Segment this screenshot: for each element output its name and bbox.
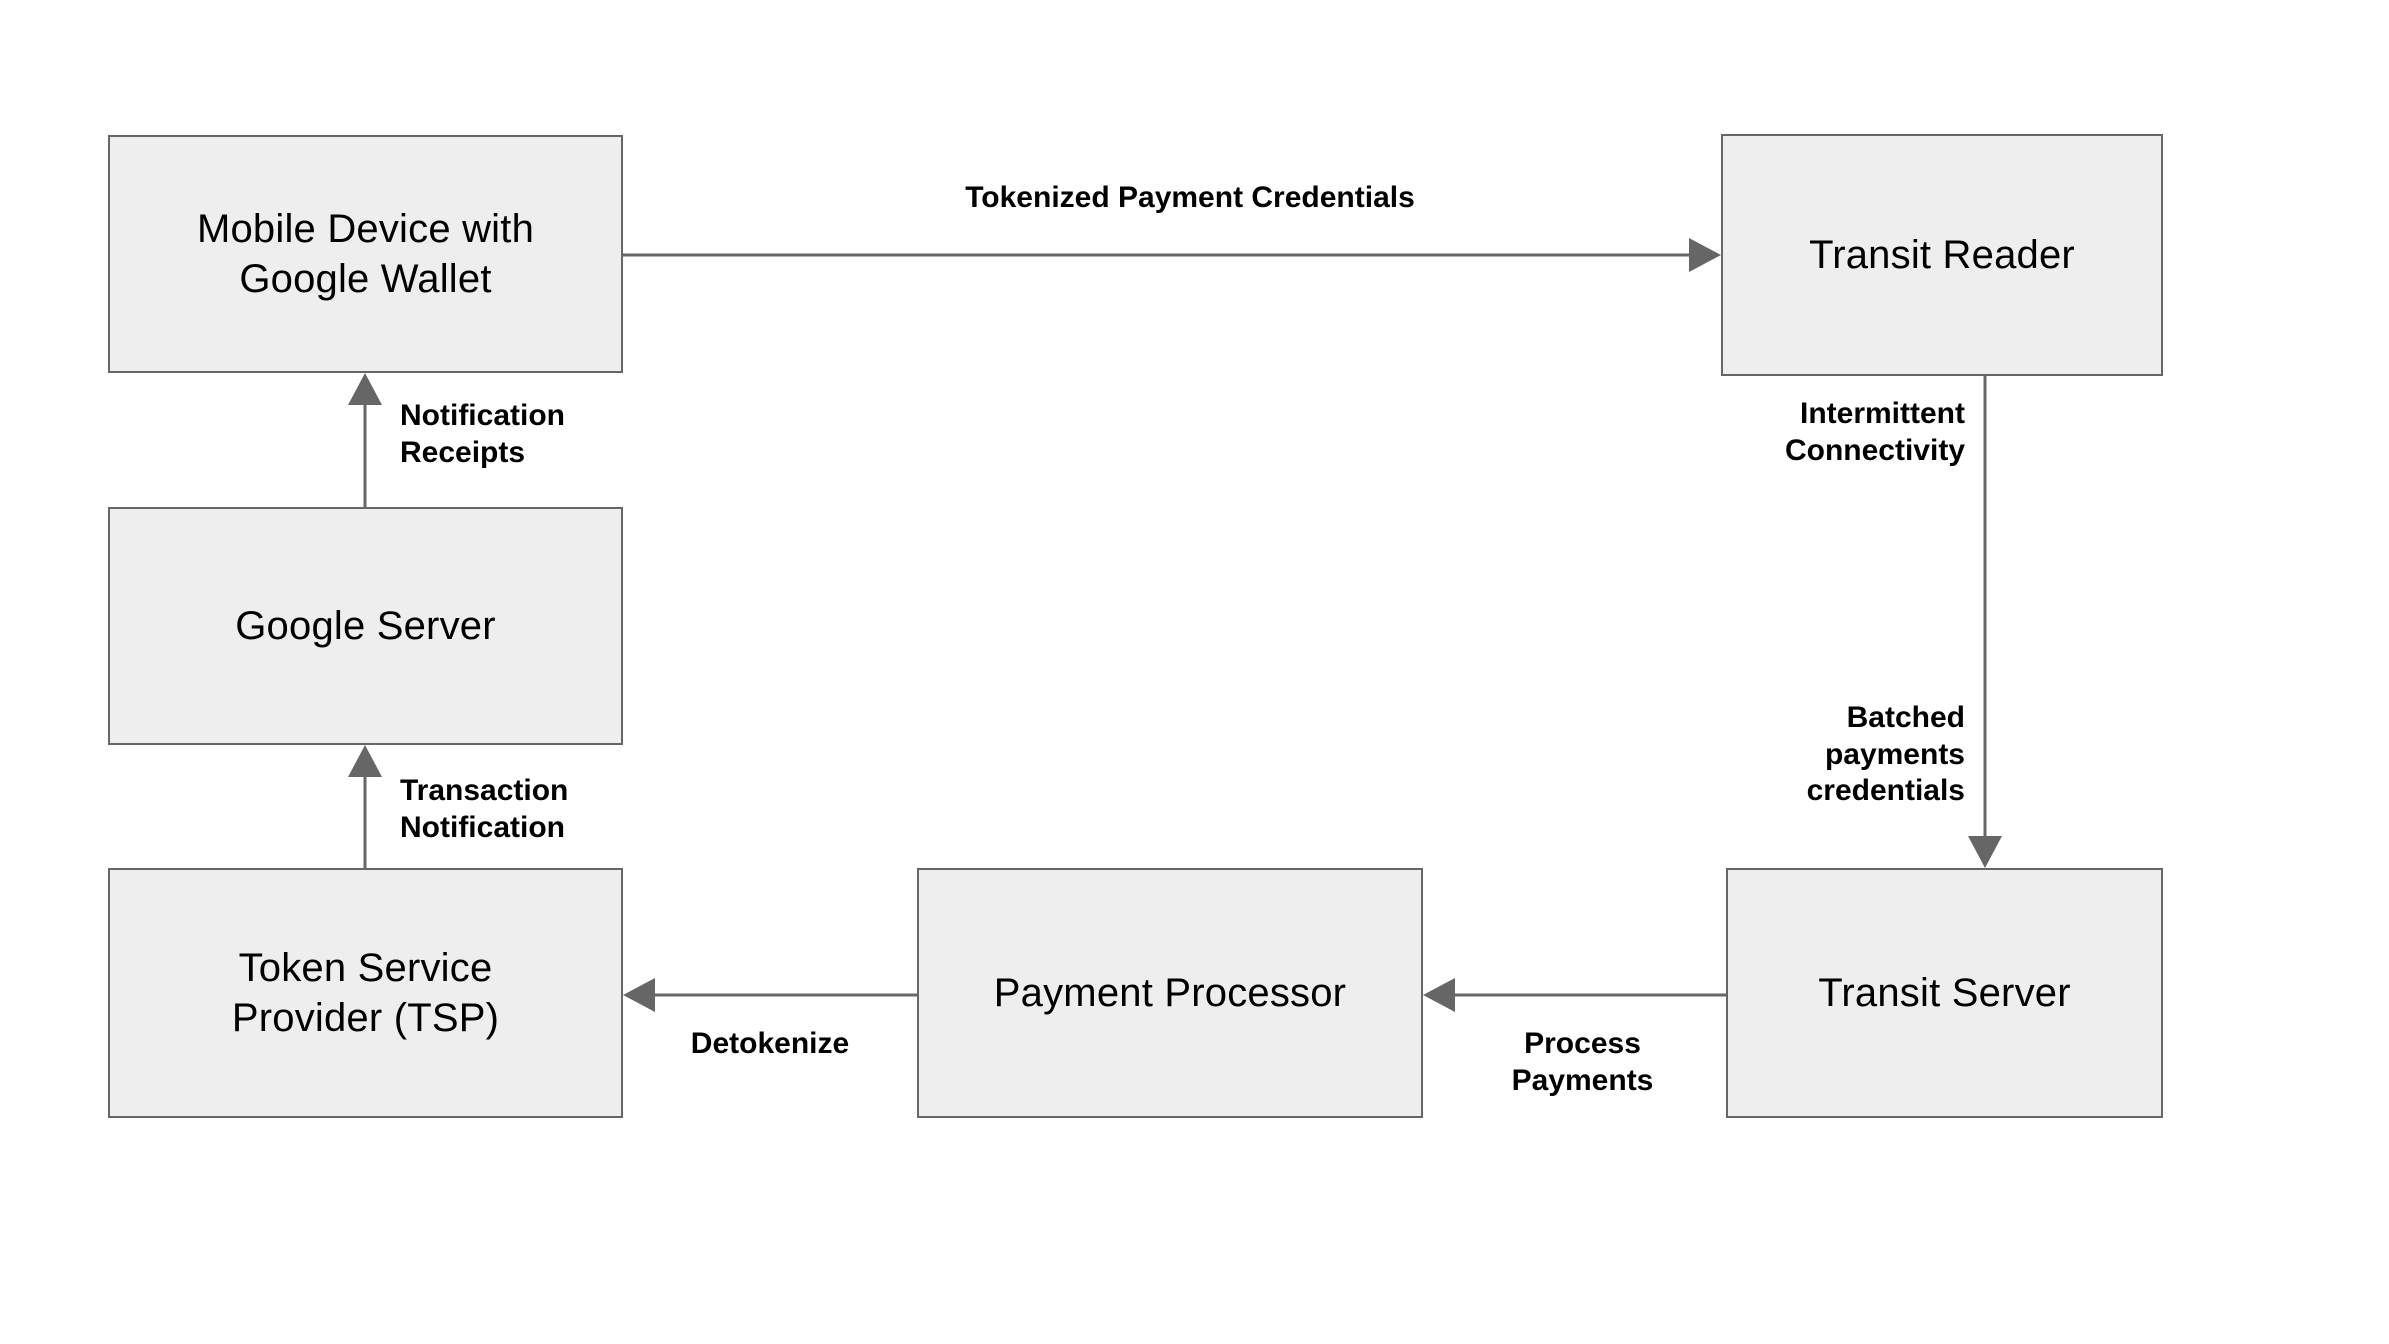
node-google-server-label: Google Server: [235, 604, 496, 648]
edge-transaction-notification: [348, 745, 382, 868]
edge-label-notification-receipts: Notification Receipts: [400, 399, 565, 469]
node-google-server[interactable]: Google Server: [108, 507, 623, 745]
node-mobile-device[interactable]: Mobile Device with Google Wallet: [108, 135, 623, 373]
edge-label-process-payments: Process Payments: [1511, 1027, 1654, 1097]
node-mobile-device-label: Mobile Device with Google Wallet: [196, 207, 535, 301]
node-transit-server-label: Transit Server: [1818, 971, 2071, 1015]
node-payment-processor[interactable]: Payment Processor: [917, 868, 1423, 1118]
node-token-service-provider-label: Token Service Provider (TSP): [231, 946, 500, 1040]
edge-tokenized-payment-credentials: [623, 238, 1721, 272]
edge-label-transaction-notification: Transaction Notification: [400, 774, 569, 844]
node-transit-server[interactable]: Transit Server: [1726, 868, 2163, 1118]
edge-notification-receipts: [348, 373, 382, 507]
edge-transit-reader-to-transit-server: [1968, 376, 2002, 868]
node-payment-processor-label: Payment Processor: [993, 971, 1347, 1015]
edge-label-tokenized-payment-credentials: Tokenized Payment Credentials: [965, 181, 1415, 214]
edge-label-batched-payments-credentials: Batched payments credentials: [1806, 701, 1965, 808]
node-transit-reader-label: Transit Reader: [1809, 233, 2075, 277]
node-token-service-provider[interactable]: Token Service Provider (TSP): [108, 868, 623, 1118]
edge-label-detokenize: Detokenize: [690, 1027, 850, 1060]
edge-detokenize: [623, 978, 917, 1012]
edge-label-intermittent-connectivity: Intermittent Connectivity: [1784, 397, 1965, 467]
node-transit-reader[interactable]: Transit Reader: [1721, 134, 2163, 376]
edge-process-payments: [1423, 978, 1726, 1012]
